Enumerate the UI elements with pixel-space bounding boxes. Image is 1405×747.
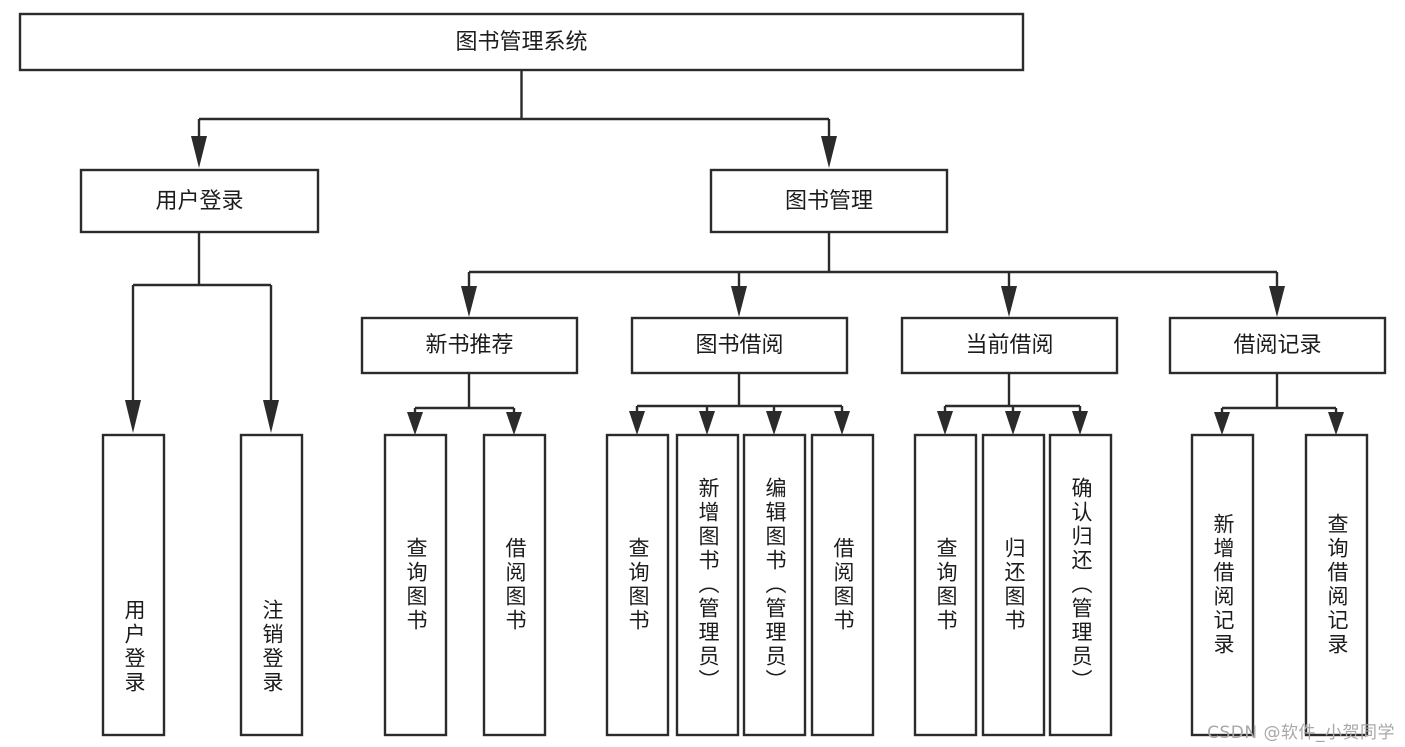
node-book-management[interactable]: 图书管理 bbox=[709, 168, 949, 234]
arrowhead-leaf-edit-book-admin bbox=[766, 411, 782, 435]
node-user-login-box[interactable] bbox=[79, 168, 320, 234]
connector-group bbox=[125, 70, 1344, 435]
node-new-book-recommend[interactable]: 新书推荐 bbox=[360, 316, 579, 375]
node-borrow-record-box[interactable] bbox=[1168, 316, 1387, 375]
node-root-system-box[interactable] bbox=[18, 12, 1025, 72]
arrowhead-leaf-query-borrow-record bbox=[1328, 412, 1344, 435]
node-borrow-record[interactable]: 借阅记录 bbox=[1168, 316, 1387, 375]
node-new-book-recommend-label: 新书推荐 bbox=[425, 333, 513, 358]
node-new-book-recommend-box[interactable] bbox=[360, 316, 579, 375]
arrowhead-leaf-confirm-return-admin bbox=[1072, 411, 1088, 435]
arrowhead-leaf-query-book-borrow bbox=[629, 411, 645, 435]
leaf-add-borrow-record-box[interactable] bbox=[1190, 433, 1255, 737]
arrowhead-leaf-add-book-admin bbox=[699, 411, 715, 435]
arrowhead-leaf-query-book-recommend bbox=[407, 412, 423, 435]
leaf-edit-book-admin-box[interactable] bbox=[742, 433, 807, 737]
node-book-borrow-label: 图书借阅 bbox=[695, 333, 783, 358]
arrowhead-leaf-borrow-book bbox=[834, 411, 850, 435]
leaf-borrow-book-recommend-box[interactable] bbox=[482, 433, 547, 737]
arrowhead-leaf-return-book bbox=[1005, 411, 1021, 435]
arrowhead-leaf-add-borrow-record bbox=[1214, 412, 1230, 435]
arrowhead-user-login bbox=[191, 136, 207, 168]
arrowhead-leaf-logout-login bbox=[263, 400, 279, 433]
arrowhead-borrow-record bbox=[1269, 286, 1285, 317]
leaf-query-book-borrow-box[interactable] bbox=[605, 433, 670, 737]
node-root-system-label: 图书管理系统 bbox=[455, 30, 587, 55]
node-root-system[interactable]: 图书管理系统 bbox=[18, 12, 1025, 72]
node-book-management-label: 图书管理 bbox=[785, 189, 873, 214]
leaf-logout-login-box[interactable] bbox=[239, 433, 304, 737]
leaf-return-book-box[interactable] bbox=[981, 433, 1046, 737]
arrowhead-book-management bbox=[821, 136, 837, 168]
node-current-borrow-box[interactable] bbox=[900, 316, 1119, 375]
node-book-borrow[interactable]: 图书借阅 bbox=[630, 316, 849, 375]
arrowhead-current-borrow bbox=[1001, 286, 1017, 317]
leaf-user-login-box[interactable] bbox=[101, 433, 166, 737]
arrowhead-leaf-query-book-current bbox=[937, 411, 953, 435]
node-book-management-box[interactable] bbox=[709, 168, 949, 234]
leaf-add-book-admin-box[interactable] bbox=[675, 433, 740, 737]
arrowhead-leaf-user-login bbox=[125, 400, 141, 433]
node-user-login[interactable]: 用户登录 bbox=[79, 168, 320, 234]
arrowhead-book-borrow bbox=[731, 286, 747, 317]
leaf-query-book-current-box[interactable] bbox=[913, 433, 978, 737]
leaf-query-book-recommend-box[interactable] bbox=[383, 433, 448, 737]
arrowhead-leaf-borrow-book-recommend bbox=[506, 412, 522, 435]
leaf-query-borrow-record-box[interactable] bbox=[1304, 433, 1369, 737]
node-current-borrow-label: 当前借阅 bbox=[965, 333, 1053, 358]
leaf-confirm-return-admin-box[interactable] bbox=[1048, 433, 1113, 737]
node-borrow-record-label: 借阅记录 bbox=[1233, 333, 1321, 358]
node-current-borrow[interactable]: 当前借阅 bbox=[900, 316, 1119, 375]
csdn-watermark: CSDN @软件_小贺同学 bbox=[1207, 723, 1395, 743]
node-book-borrow-box[interactable] bbox=[630, 316, 849, 375]
arrowhead-new-book-recommend bbox=[461, 286, 477, 317]
leaf-borrow-book-box[interactable] bbox=[810, 433, 875, 737]
node-user-login-label: 用户登录 bbox=[155, 189, 243, 214]
